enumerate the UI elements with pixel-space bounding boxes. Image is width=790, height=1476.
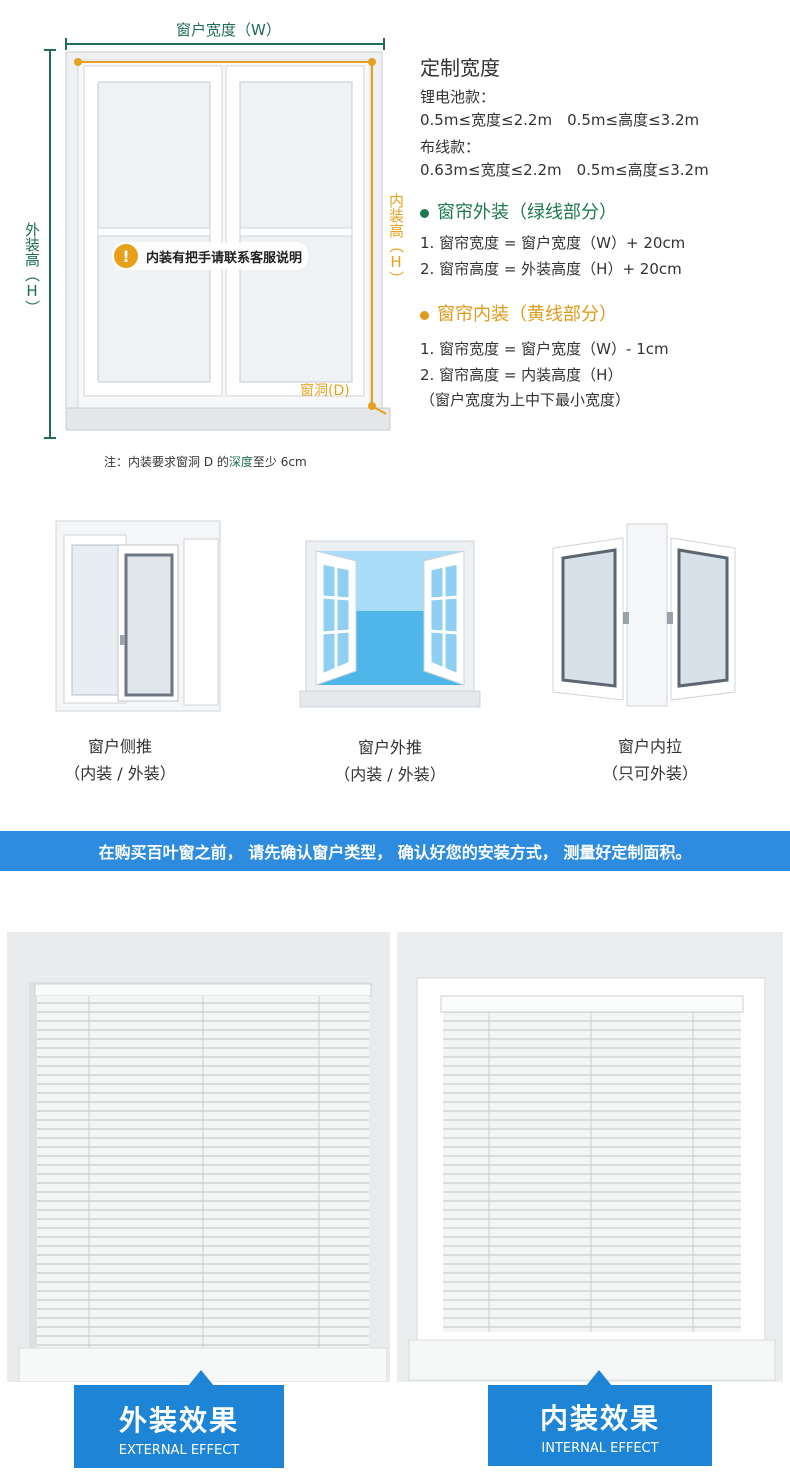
window-type-inward: 窗户内拉 （只可外装）: [550, 733, 750, 787]
inside-formula-3: （窗户宽度为上中下最小宽度）: [420, 391, 631, 409]
wired-label: 布线款：: [420, 138, 481, 156]
measurement-diagram: 窗户宽度（W） 外装高（H） 内装高（H） 窗洞(D) ! 内装有把手请联系客服…: [0, 0, 790, 480]
wired-range: 0.63m≤宽度≤2.2m 0.5m≤高度≤3.2m: [420, 161, 709, 179]
green-dot-icon: [420, 208, 429, 218]
effect-photos: 外装效果 EXTERNAL EFFECT 内装效果 INTERNAL EFFEC…: [0, 930, 790, 1476]
width-label: 窗户宽度（W）: [176, 21, 281, 39]
window-type-outward: 窗户外推 （内装 / 外装）: [290, 734, 490, 788]
inward-window-image: [552, 523, 736, 707]
note-prefix: 注：内装要求窗洞 D 的: [104, 455, 229, 469]
outside-formula-1: 1. 窗帘宽度 = 窗户宽度（W）+ 20cm: [420, 234, 686, 252]
battery-range: 0.5m≤宽度≤2.2m 0.5m≤高度≤3.2m: [420, 111, 700, 129]
effect-title-zh: 外装效果: [118, 1404, 239, 1437]
window-type-name: 窗户外推: [357, 738, 422, 757]
external-blind-image: [7, 932, 390, 1382]
window-type-name: 窗户内拉: [617, 737, 682, 756]
effect-title-en: EXTERNAL EFFECT: [118, 1443, 240, 1458]
inside-mount-title: 窗帘内装（黄线部分）: [420, 300, 617, 326]
external-effect-tag: 外装效果 EXTERNAL EFFECT: [74, 1385, 284, 1468]
outward-window-image: [299, 540, 481, 708]
window-illustration: [44, 38, 391, 439]
window-type-name: 窗户侧推: [87, 737, 152, 756]
inside-mount-title-text: 窗帘内装（黄线部分）: [437, 304, 617, 325]
depth-note: 注：内装要求窗洞 D 的深度至少 6cm: [104, 453, 307, 470]
pointer-notch-icon: [586, 1370, 612, 1386]
inner-height-label: 内装高（H）: [387, 193, 405, 286]
pointer-notch-icon: [188, 1370, 214, 1386]
outer-height-label: 外装高（H）: [23, 222, 41, 315]
inside-formula-1: 1. 窗帘宽度 = 窗户宽度（W）- 1cm: [420, 340, 669, 358]
orange-dot-icon: [420, 310, 429, 320]
window-type-mount: （内装 / 外装）: [334, 765, 446, 784]
effect-title-zh: 内装效果: [539, 1402, 660, 1435]
outside-mount-title: 窗帘外装（绿线部分）: [420, 198, 617, 224]
inside-formula-2: 2. 窗帘高度 = 内装高度（H）: [420, 366, 623, 384]
warning-text: 内装有把手请联系客服说明: [146, 250, 303, 266]
internal-blind-image: [397, 932, 783, 1382]
window-type-sliding: 窗户侧推 （内装 / 外装）: [20, 733, 220, 787]
battery-label: 锂电池款：: [420, 88, 496, 106]
note-highlight: 深度: [228, 455, 253, 469]
note-suffix: 至少 6cm: [252, 455, 307, 469]
effect-title-en: INTERNAL EFFECT: [541, 1441, 659, 1456]
spec-title: 定制宽度: [420, 56, 500, 80]
outside-formula-2: 2. 窗帘高度 = 外装高度（H）+ 20cm: [420, 260, 682, 278]
depth-label: 窗洞(D): [300, 383, 350, 399]
handle-warning: ! 内装有把手请联系客服说明: [112, 242, 309, 270]
window-types: 窗户侧推 （内装 / 外装） 窗户外推 （内装 / 外装） 窗户内拉 （只可外装…: [0, 505, 790, 805]
exclamation-icon: !: [114, 244, 138, 268]
internal-effect-tag: 内装效果 INTERNAL EFFECT: [488, 1385, 712, 1466]
window-type-mount: （内装 / 外装）: [64, 764, 176, 783]
info-banner: 在购买百叶窗之前， 请先确认窗户类型， 确认好您的安装方式， 测量好定制面积。: [0, 831, 790, 871]
outside-mount-title-text: 窗帘外装（绿线部分）: [437, 202, 617, 223]
window-type-mount: （只可外装）: [601, 764, 698, 783]
sliding-window-image: [55, 520, 221, 712]
